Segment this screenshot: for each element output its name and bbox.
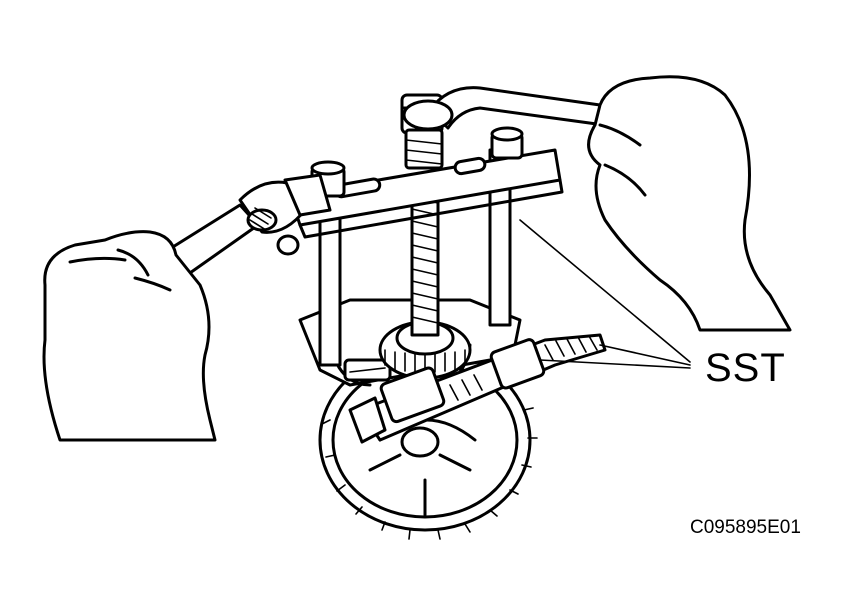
right-hand [587, 75, 792, 332]
adjustable-wrench [158, 173, 332, 282]
cross-screw [348, 333, 607, 444]
figure-code: C095895E01 [690, 517, 801, 538]
sst-callout-label: SST [705, 346, 786, 390]
puller-legs [318, 148, 512, 367]
left-hand [42, 230, 217, 442]
puller-cross-bar [288, 148, 564, 239]
sst-leader-lines [519, 219, 691, 369]
leg-bolts [310, 126, 524, 198]
